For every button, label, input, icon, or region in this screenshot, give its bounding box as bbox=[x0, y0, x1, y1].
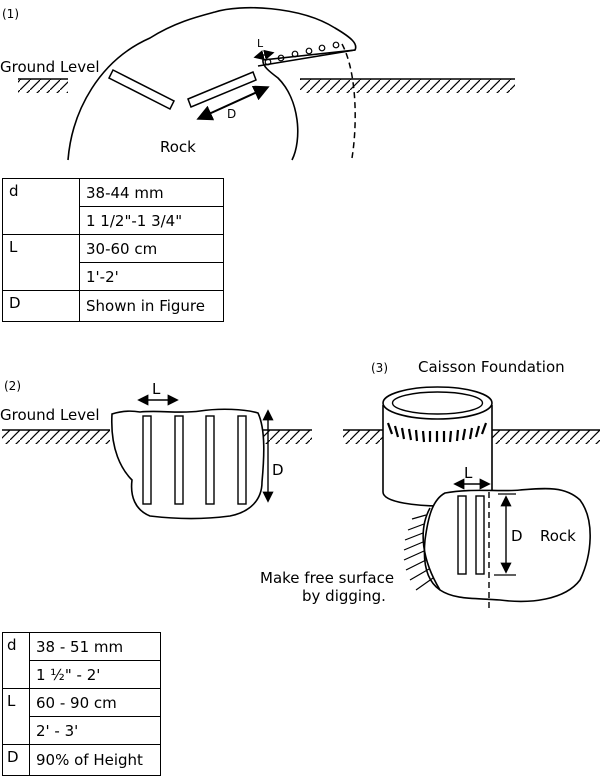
figure-3-title: Caisson Foundation bbox=[418, 358, 565, 376]
figure-1: (1) Ground Level L D bbox=[0, 6, 515, 161]
figure-3-note-line2: by digging. bbox=[302, 587, 386, 605]
figure-3-L-label: L bbox=[464, 464, 473, 482]
table-key-cell: L bbox=[2, 688, 30, 745]
table-value-cell: 1 ½" - 2' bbox=[29, 660, 161, 689]
figure-3-dug-surface bbox=[403, 507, 441, 591]
figure-3-number: (3) bbox=[371, 361, 388, 375]
table-value-cell: 38-44 mm bbox=[79, 178, 224, 207]
table-row: L 60 - 90 cm bbox=[2, 688, 161, 745]
figure-1-D-label: D bbox=[227, 107, 236, 121]
table-row: 1 1/2"-1 3/4" bbox=[3, 206, 224, 235]
figure-1-rock-label: Rock bbox=[160, 138, 196, 156]
figure-3: (3) Caisson Foundation bbox=[260, 358, 600, 612]
figure-1-L-label: L bbox=[257, 37, 264, 50]
figure-3-note-line1: Make free surface bbox=[260, 569, 394, 587]
table-value-cell: Shown in Figure bbox=[79, 290, 224, 322]
table-row: L 30-60 cm bbox=[2, 234, 224, 291]
table-value-cell: 2' - 3' bbox=[29, 716, 161, 745]
figure-2-D-label: D bbox=[272, 461, 284, 479]
table-key-cell: d bbox=[2, 632, 30, 689]
table-value-cell: 1'-2' bbox=[79, 262, 224, 291]
table-value-cell: 90% of Height bbox=[29, 744, 161, 776]
table-row: D Shown in Figure bbox=[2, 290, 224, 322]
table-value-cell: 30-60 cm bbox=[79, 234, 224, 263]
figure-2-drill-holes bbox=[142, 415, 247, 505]
figure-3-ground bbox=[343, 429, 600, 444]
figure-1-number: (1) bbox=[2, 7, 19, 21]
figure-2-ground-label: Ground Level bbox=[0, 406, 100, 424]
table-value-cell: 60 - 90 cm bbox=[29, 688, 161, 717]
figure-1-hole-right bbox=[187, 71, 257, 108]
spec-table-1: d 38-44 mm 1 1/2"-1 3/4" L 30-60 cm 1'-2… bbox=[2, 178, 224, 322]
figure-3-drill-holes bbox=[457, 495, 485, 575]
table-row: 2' - 3' bbox=[3, 716, 161, 745]
figure-2-number: (2) bbox=[4, 379, 21, 393]
table-row: D 90% of Height bbox=[2, 744, 161, 776]
caisson-cylinder bbox=[382, 386, 493, 507]
figure-2: (2) Ground Level L D bbox=[0, 379, 312, 520]
figure-1-hole-left bbox=[107, 68, 176, 111]
table-row: d 38 - 51 mm bbox=[2, 632, 161, 689]
figure-2-L-label: L bbox=[152, 380, 161, 398]
spec-table-2: d 38 - 51 mm 1 ½" - 2' L 60 - 90 cm 2' -… bbox=[2, 632, 161, 776]
table-value-cell: 1 1/2"-1 3/4" bbox=[79, 206, 224, 235]
figure-3-rock-label: Rock bbox=[540, 527, 576, 545]
figure-3-D-label: D bbox=[511, 527, 523, 545]
table-row: d 38-44 mm bbox=[2, 178, 224, 235]
figure-1-rock-outline bbox=[67, 6, 357, 161]
figure-1-cut-line bbox=[341, 43, 356, 159]
table-key-cell: D bbox=[2, 744, 30, 776]
table-value-cell: 38 - 51 mm bbox=[29, 632, 161, 661]
table-key-cell: d bbox=[2, 178, 80, 235]
figure-1-ground-label: Ground Level bbox=[0, 58, 100, 76]
table-key-cell: L bbox=[2, 234, 80, 291]
table-key-cell: D bbox=[2, 290, 80, 322]
